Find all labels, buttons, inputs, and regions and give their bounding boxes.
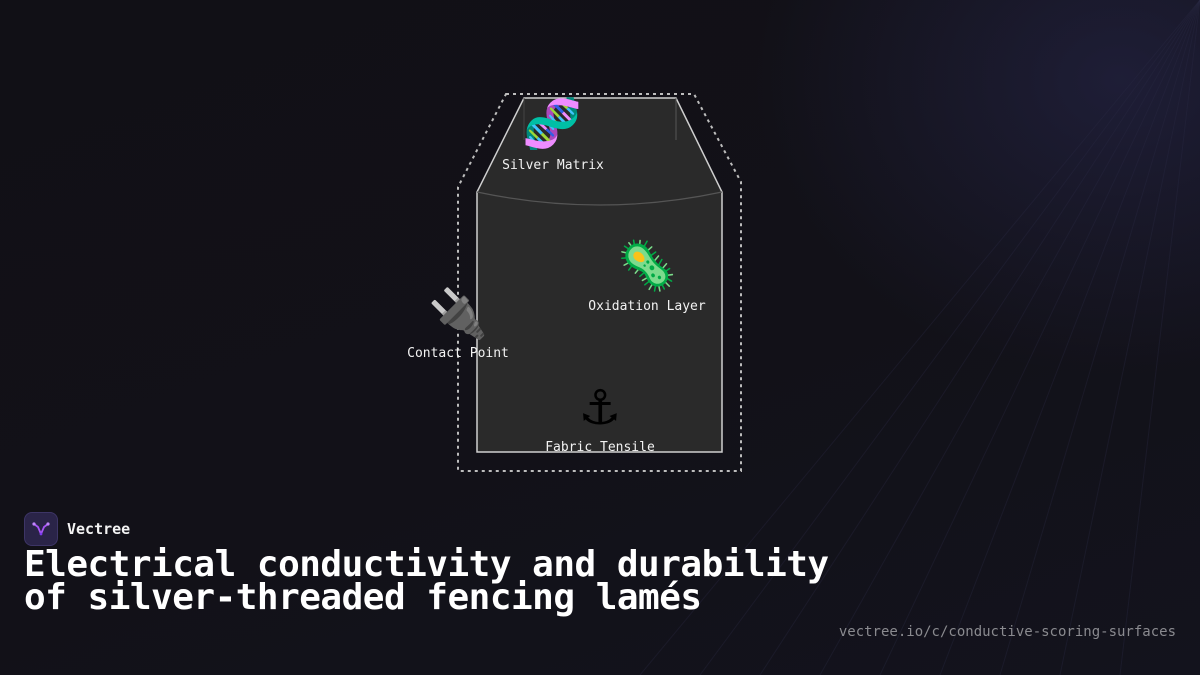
dashed-outline <box>457 93 742 472</box>
page-title: Electrical conductivity and durability o… <box>24 544 829 618</box>
oxidation-layer-label: Oxidation Layer <box>588 299 706 314</box>
brand-name: Vectree <box>67 520 131 538</box>
contact-point-label: Contact Point <box>407 346 509 361</box>
anchor-icon: ⚓ <box>578 380 622 436</box>
plug-icon: 🔌 <box>428 286 488 342</box>
fabric-tensile-label: Fabric Tensile <box>545 440 655 455</box>
dna-icon: 🧬 <box>522 96 582 152</box>
silver-matrix-label: Silver Matrix <box>502 158 604 173</box>
microbe-icon: 🦠 <box>617 238 677 294</box>
brand: Vectree <box>24 512 130 546</box>
vectree-logo-icon <box>24 512 58 546</box>
source-url[interactable]: vectree.io/c/conductive-scoring-surfaces <box>838 624 1176 640</box>
collar-seam <box>476 191 723 206</box>
